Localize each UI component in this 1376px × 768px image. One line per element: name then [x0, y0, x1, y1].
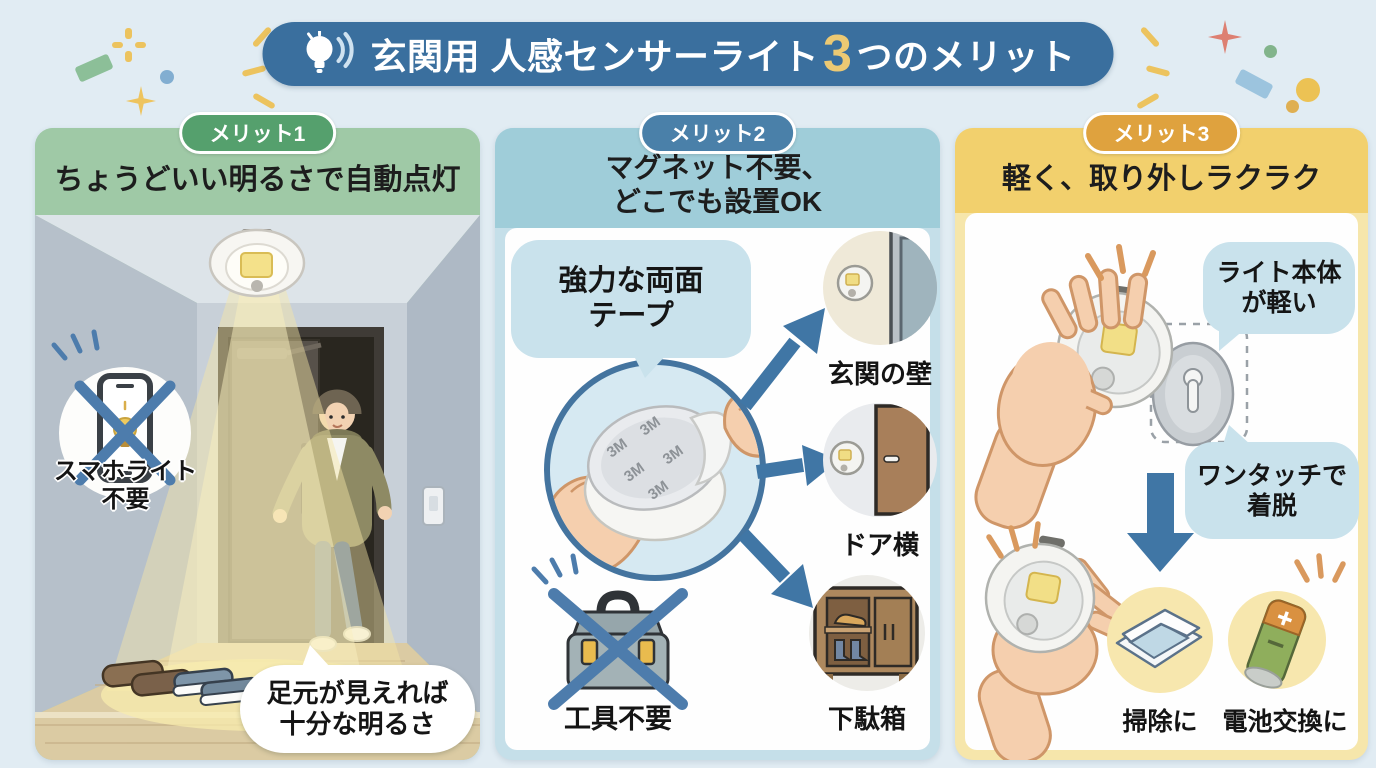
merit1-panel: メリット1 ちょうどいい明るさで自動点灯	[35, 112, 480, 760]
battery-label: 電池交換に	[1222, 708, 1348, 736]
confetti-ribbon-icon	[74, 53, 114, 83]
emphasis-marks	[1294, 553, 1346, 583]
removal-illustration	[974, 244, 1346, 760]
hallway-illustration	[35, 215, 480, 760]
merit1-badge: メリット1	[178, 112, 337, 154]
confetti-ribbon-blue-icon	[1234, 68, 1274, 100]
cleaning-label: 掃除に	[1122, 708, 1198, 736]
shoebox-location-icon	[809, 575, 925, 691]
merit3-badge: メリット3	[1082, 112, 1241, 154]
confetti-dot-green-icon	[1264, 45, 1277, 58]
door-label: ドア横	[840, 530, 919, 560]
confetti-dot-yellow-small-icon	[1286, 100, 1299, 113]
ray-marks-right	[1126, 26, 1172, 112]
page-title-prefix: 玄関用 人感センサーライト	[370, 36, 820, 77]
emphasis-marks	[1085, 244, 1156, 281]
no-smartphone-label: スマホライト 不要	[53, 458, 198, 514]
sensor-light-icon-bottom	[984, 535, 1096, 654]
lightbulb-icon	[301, 31, 359, 77]
tape-peel-illustration: 3M 3M 3M 3M 3M	[544, 359, 766, 581]
battery-icon	[1228, 591, 1326, 689]
confetti-dot-icon	[160, 70, 174, 84]
onetouch-bubble: ワンタッチで 着脱	[1185, 425, 1359, 539]
down-arrow-icon	[1127, 473, 1194, 572]
merit2-panel: メリット2 マグネット不要、 どこでも設置OK	[495, 112, 940, 760]
ceiling-sensor-light	[208, 228, 306, 298]
hand-top-illustration	[974, 268, 1149, 530]
wall-label: 玄関の壁	[827, 359, 932, 389]
tape-bubble: 強力な両面 テープ	[511, 240, 751, 378]
page-title-suffix: つのメリット	[856, 36, 1076, 77]
merit3-panel: メリット3 軽く、取り外しラクラク	[955, 112, 1368, 760]
emphasis-marks	[986, 521, 1041, 559]
cross-icon	[74, 380, 176, 486]
no-tools-icon	[531, 553, 688, 710]
light-switch	[422, 486, 445, 526]
merit2-badge: メリット2	[638, 112, 797, 154]
page-title: 玄関用 人感センサーライト 3 つのメリット	[371, 28, 1076, 80]
shoebox-label: 下駄箱	[827, 704, 906, 734]
cross-icon	[548, 588, 688, 710]
page-title-number: 3	[823, 25, 853, 83]
door-location-icon	[823, 403, 937, 517]
sparkle-plus-icon	[112, 28, 146, 62]
cleaning-cloth-icon	[1107, 587, 1213, 693]
sparkle-star-pink-icon	[1208, 20, 1242, 54]
no-tools-label: 工具不要	[564, 704, 672, 734]
main-title-banner: 玄関用 人感センサーライト 3 つのメリット	[262, 22, 1114, 86]
installation-illustration: 3M 3M 3M 3M 3M	[531, 231, 937, 710]
sparkle-star-icon	[126, 86, 156, 116]
wall-location-icon	[823, 231, 937, 345]
emphasis-marks	[531, 553, 579, 585]
confetti-dot-yellow-icon	[1296, 78, 1320, 102]
arrow-icons	[737, 308, 839, 608]
no-smartphone-icon	[51, 329, 191, 499]
lightweight-bubble: ライト本体 が軽い	[1203, 242, 1355, 351]
brightness-note-bubble: 足元が見えれば 十分な明るさ	[240, 645, 475, 753]
emphasis-marks	[51, 329, 100, 361]
